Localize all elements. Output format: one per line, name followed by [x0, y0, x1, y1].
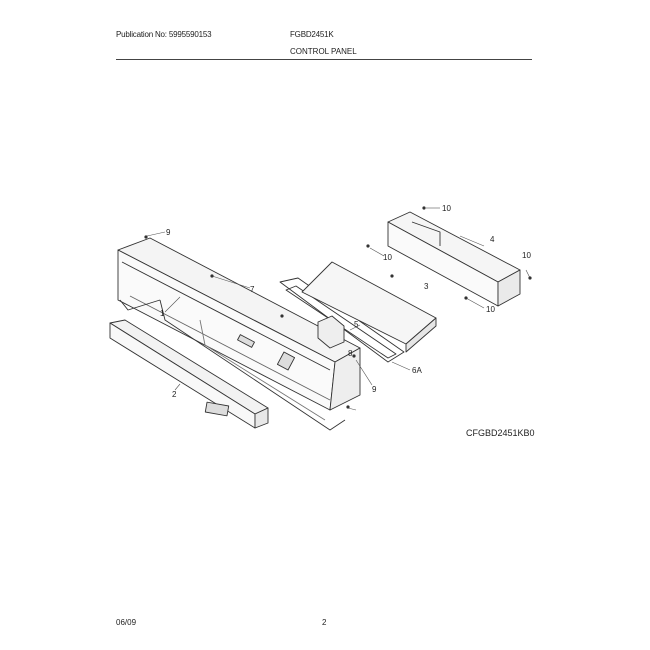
- callout-label: 8: [348, 349, 353, 358]
- callout-label: 9: [372, 385, 377, 394]
- section-title: CONTROL PANEL: [290, 47, 357, 56]
- panel-gasket: [279, 277, 405, 363]
- leader-lines: [146, 207, 531, 411]
- callout-label: 2: [172, 390, 177, 399]
- callout-label: 5: [354, 320, 359, 329]
- callout-label: 10: [442, 204, 451, 213]
- screw-markers: [144, 206, 532, 409]
- lower-trim-panel: [109, 319, 269, 429]
- header-rule: [116, 59, 532, 60]
- callout-label: 10: [522, 251, 531, 260]
- controls-housing: [387, 211, 521, 307]
- callout-label: 9: [166, 228, 171, 237]
- callout-labels: 9 1 7 2 8 5 6A 9 3 10 4 10 10 10: [160, 204, 531, 399]
- callout-label: 6A: [412, 366, 422, 375]
- callout-label: 7: [250, 285, 255, 294]
- diagram-code: CFGBD2451KB0: [466, 428, 535, 438]
- callout-label: 1: [160, 309, 165, 318]
- callout-label: 3: [424, 282, 429, 291]
- callout-label: 10: [383, 253, 392, 262]
- page-number: 2: [322, 618, 327, 627]
- publication-number: Publication No: 5995590153: [116, 30, 212, 39]
- bracket: [317, 315, 345, 349]
- callout-label: 10: [486, 305, 495, 314]
- control-panel-console: [117, 237, 361, 431]
- footer-date: 06/09: [116, 618, 137, 627]
- model-number: FGBD2451K: [290, 30, 334, 39]
- control-board-plate: [301, 261, 437, 353]
- callout-label: 4: [490, 235, 495, 244]
